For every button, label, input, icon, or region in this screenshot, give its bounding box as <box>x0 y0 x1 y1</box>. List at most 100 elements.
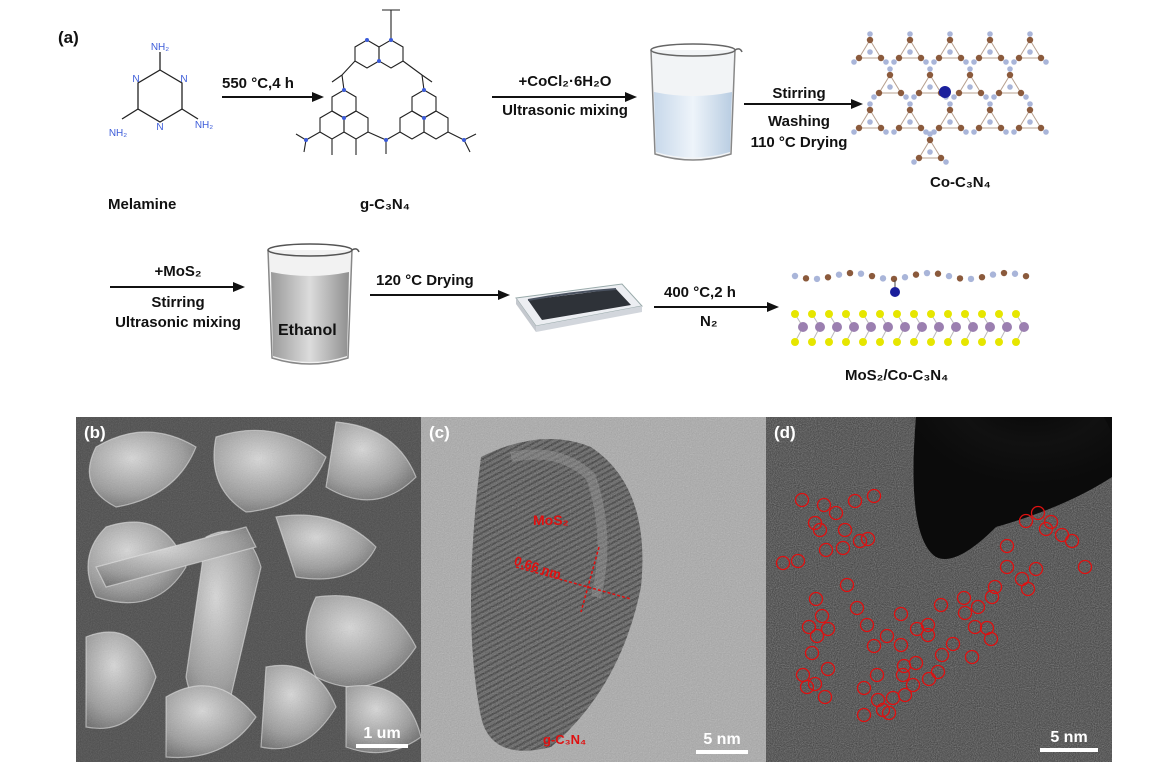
panel-b-label: (b) <box>84 423 106 442</box>
lattice-bond <box>938 109 962 129</box>
atom-marker-circle <box>856 680 872 696</box>
nitrogen-atom <box>891 129 897 135</box>
carbon-atom <box>915 154 923 162</box>
atom-marker-circle <box>835 540 851 556</box>
lattice-bond <box>858 39 882 59</box>
nitrogen-atom <box>1003 59 1009 65</box>
atom-marker-circle <box>933 597 949 613</box>
nitrogen-atom <box>1027 119 1033 125</box>
atom-marker-circle <box>794 492 810 508</box>
scale-bar-c: 5 nm <box>696 731 748 754</box>
atom-marker-circle <box>799 679 815 695</box>
atom-marker-circle <box>866 638 882 654</box>
nitrogen-atom <box>871 94 877 100</box>
atom-marker-circle <box>881 705 897 721</box>
atom-marker-circle <box>957 605 973 621</box>
nitrogen-atom <box>879 275 887 282</box>
nitrogen-atom <box>927 149 933 155</box>
carbon-atom <box>877 124 885 132</box>
nitrogen-atom <box>971 59 977 65</box>
nitrogen-atom <box>907 31 913 37</box>
molybdenum-atom <box>849 322 859 332</box>
carbon-atom <box>886 71 894 79</box>
nitrogen-atom <box>887 84 893 90</box>
step6-atmosphere: N₂ <box>700 313 718 330</box>
atom-marker-circle <box>866 488 882 504</box>
sulfur-atom <box>876 338 884 346</box>
step3-drying: 110 °C Drying <box>750 134 848 151</box>
nitrogen-atom <box>911 159 917 165</box>
carbon-atom <box>897 89 905 97</box>
molybdenum-atom <box>883 322 893 332</box>
molybdenum-atom <box>832 322 842 332</box>
nitrogen-atom <box>963 59 969 65</box>
molybdenum-atom <box>900 322 910 332</box>
ethanol-label: Ethanol <box>278 322 337 339</box>
scale-bar-c-text: 5 nm <box>703 731 741 748</box>
nitrogen-atom <box>971 129 977 135</box>
nitrogen-atom <box>903 94 909 100</box>
gcn-structure <box>295 9 477 155</box>
nitrogen-atom <box>813 275 821 283</box>
carbon-atom <box>935 54 943 62</box>
scale-bar-d: 5 nm <box>1040 729 1098 752</box>
lattice-bond <box>898 39 922 59</box>
nitrogen-atom <box>987 101 993 107</box>
molybdenum-atom <box>917 322 927 332</box>
panel-c-label: (c) <box>429 423 450 442</box>
atom-marker-circle <box>837 522 853 538</box>
nitrogen-atom <box>883 59 889 65</box>
atom-marker-circle <box>804 645 820 661</box>
nitrogen-atom <box>947 49 953 55</box>
atom-marker-circle <box>818 542 834 558</box>
scale-bar-d-line <box>1040 748 1098 752</box>
nitrogen-atom <box>951 94 957 100</box>
nitrogen-atom <box>867 119 873 125</box>
nitrogen-atom <box>857 270 865 277</box>
carbon-atom <box>1017 89 1025 97</box>
nitrogen-atom <box>927 131 933 137</box>
atom-marker-circle <box>1018 513 1034 529</box>
atom-marker-circle <box>920 617 936 633</box>
lattice-bond <box>998 74 1022 94</box>
sulfur-atom <box>927 338 935 346</box>
ring-n: N <box>180 74 187 85</box>
atom-marker-circle <box>896 658 912 674</box>
nitrogen-atom <box>901 274 909 281</box>
atom-marker-circle <box>852 533 868 549</box>
nitrogen-atom <box>851 59 857 65</box>
nitrogen-atom <box>867 49 873 55</box>
atom-marker-circle <box>920 627 936 643</box>
atom-marker-circle <box>1028 561 1044 577</box>
carbon-atom <box>995 89 1003 97</box>
step2-condition: Ultrasonic mixing <box>502 102 628 119</box>
nitrogen-atom <box>947 31 953 37</box>
carbon-atom <box>1022 272 1030 280</box>
lattice-bond <box>1018 39 1042 59</box>
sulfur-atom <box>825 310 833 318</box>
step3-stirring: Stirring <box>772 85 826 102</box>
nitrogen-atom <box>991 94 997 100</box>
carbon-atom <box>866 36 874 44</box>
carbon-atom <box>935 124 943 132</box>
lattice-bond <box>878 74 902 94</box>
molybdenum-atom <box>968 322 978 332</box>
atom-marker-circle <box>964 649 980 665</box>
nitrogen-atom <box>987 49 993 55</box>
cobalt-atom <box>939 86 951 98</box>
atom-marker-circle <box>860 531 876 547</box>
nitrogen-atom <box>967 66 973 72</box>
carbon-atom <box>1026 106 1034 114</box>
scale-bar-b-line <box>356 744 408 748</box>
panel-a-label: (a) <box>58 28 79 47</box>
nitrogen-atom <box>883 129 889 135</box>
nitrogen-atom <box>1011 129 1017 135</box>
nitrogen-atom <box>1007 84 1013 90</box>
sulfur-atom <box>893 310 901 318</box>
carbon-atom <box>824 274 832 281</box>
carbon-atom <box>1015 54 1023 62</box>
atom-marker-circle <box>893 637 909 653</box>
lattice-bond <box>938 39 962 59</box>
carbon-atom <box>877 54 885 62</box>
carbon-atom <box>966 71 974 79</box>
